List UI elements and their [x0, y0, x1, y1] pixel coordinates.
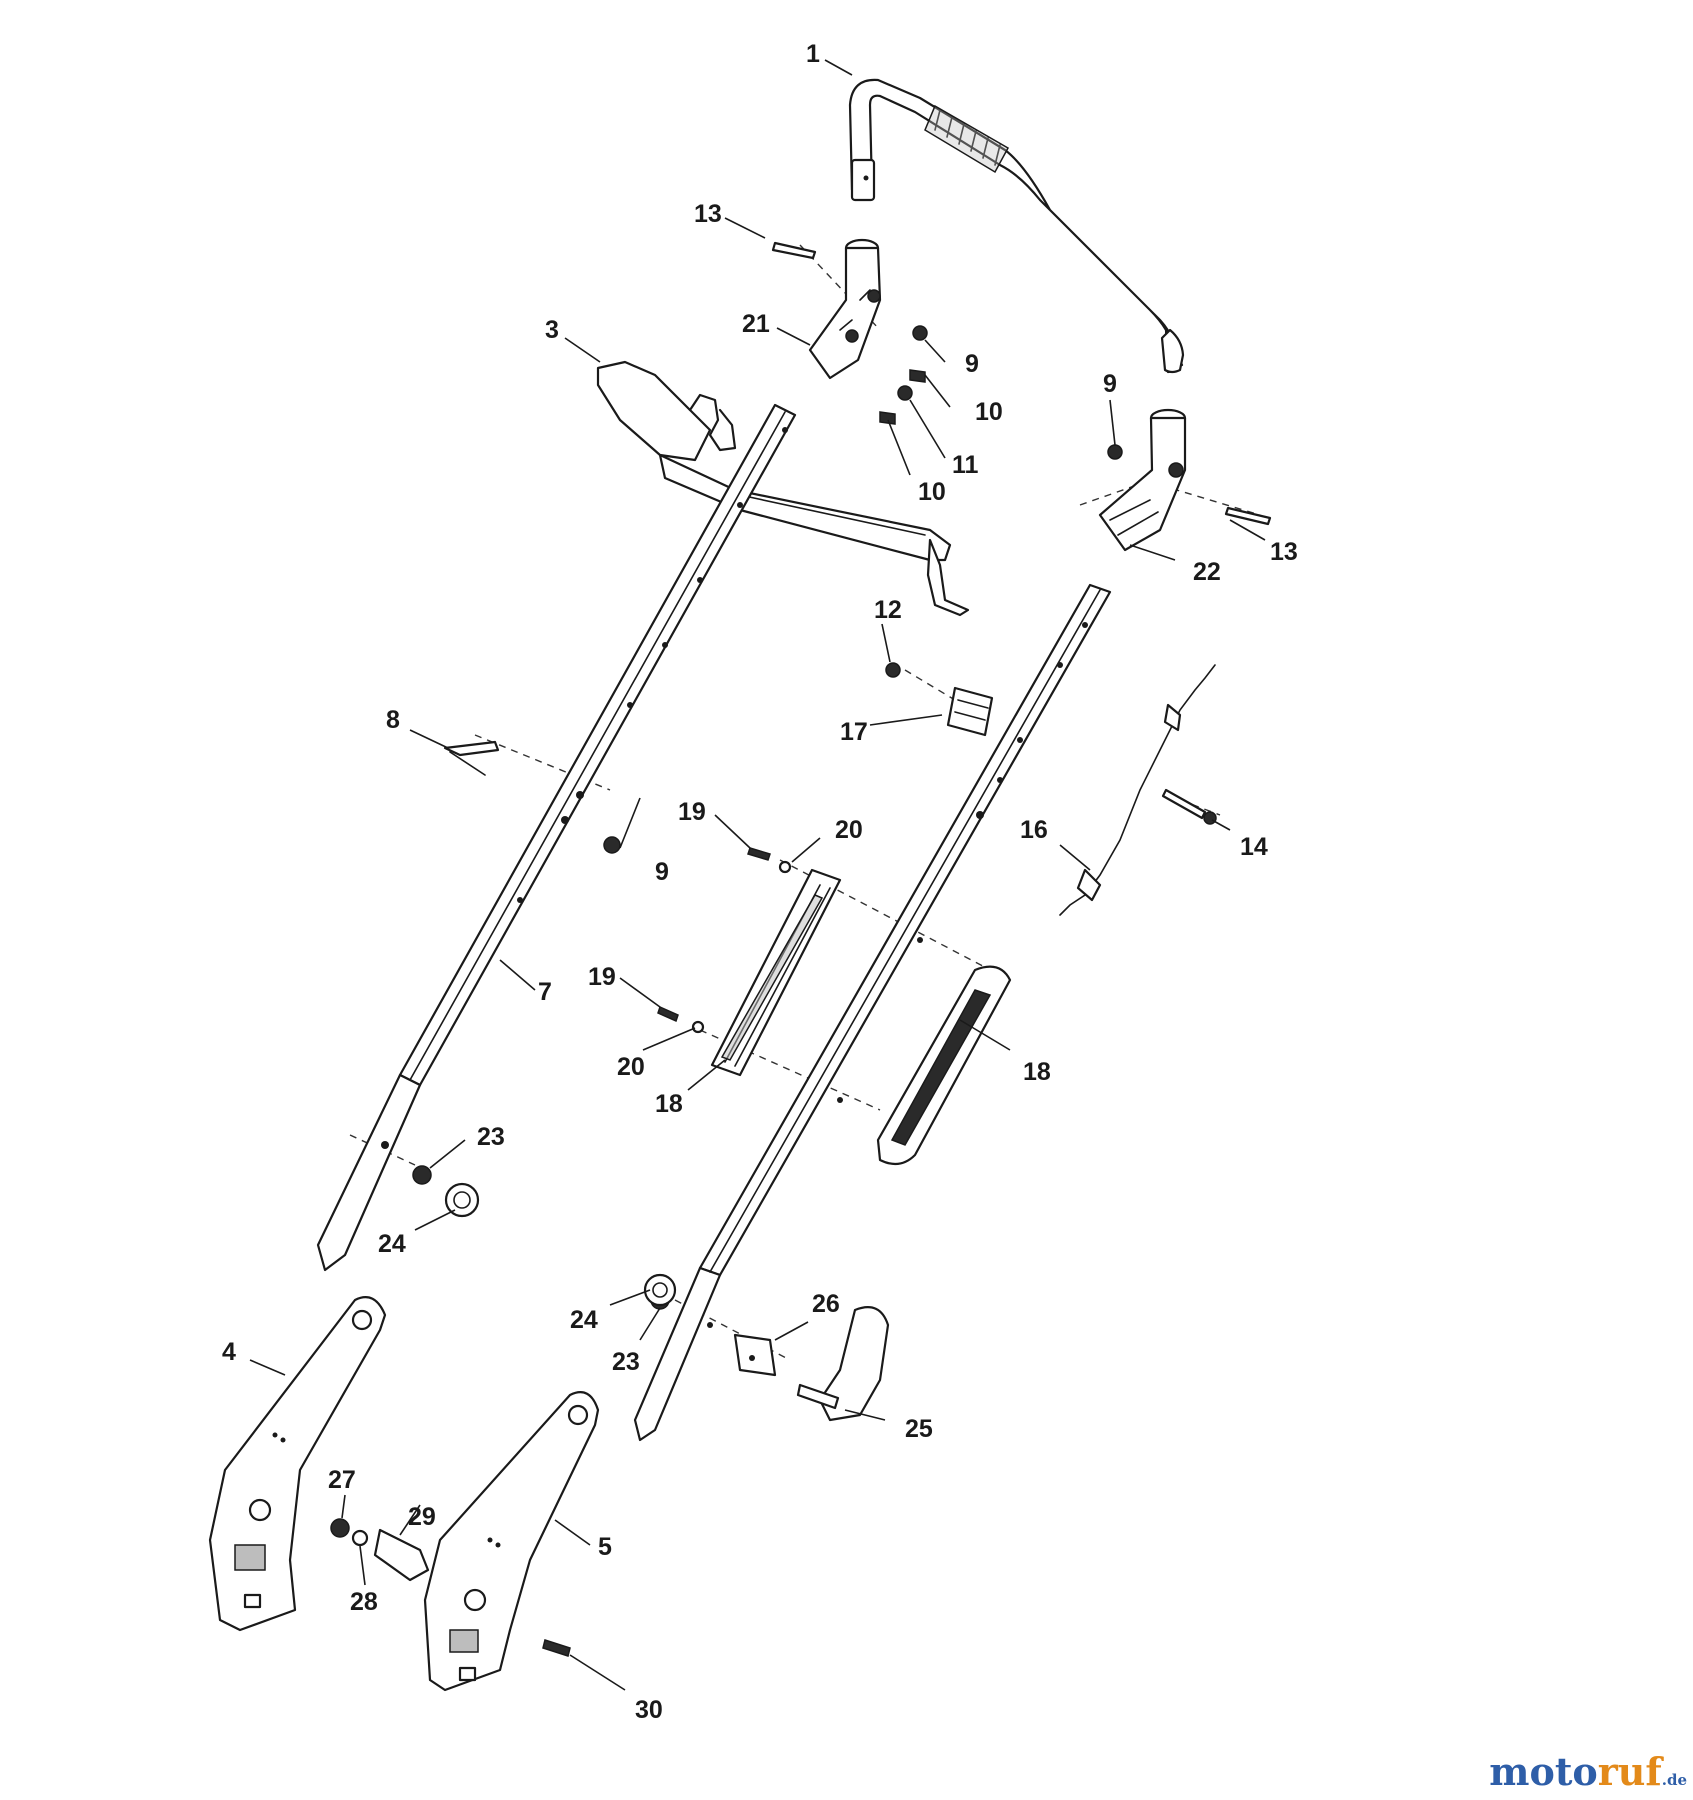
right-handle-bracket-part: [1098, 408, 1187, 552]
callout-8: 8: [386, 706, 400, 734]
watermark-part-2: ruf: [1597, 1749, 1662, 1794]
callout-4: 4: [222, 1338, 236, 1366]
callout-24-left: 24: [378, 1230, 406, 1258]
cable-guide-right-part: [876, 965, 1012, 1166]
handle-bar-part: [848, 78, 1185, 374]
callout-12: 12: [874, 596, 902, 624]
leader-lines: [249, 59, 1266, 1691]
lever-piece-part: [373, 1528, 430, 1582]
callout-17: 17: [840, 718, 868, 746]
handle-grip: [924, 104, 1010, 174]
callout-21: 21: [742, 310, 770, 338]
callout-20-top: 20: [835, 816, 863, 844]
callout-1: 1: [806, 40, 820, 68]
left-lower-bracket-part: [208, 1296, 387, 1632]
callout-20-bottom: 20: [617, 1053, 645, 1081]
callout-10-bottom: 10: [918, 478, 946, 506]
callout-18-right: 18: [1023, 1058, 1051, 1086]
watermark-suffix: .de: [1661, 1771, 1687, 1789]
callout-9-right: 9: [1103, 370, 1117, 398]
clip-pin-part: [443, 740, 500, 776]
control-lever-part: [596, 360, 970, 617]
callout-7: 7: [538, 978, 552, 1006]
callout-18-left: 18: [655, 1090, 683, 1118]
callout-23-right: 23: [612, 1348, 640, 1376]
callout-22: 22: [1193, 558, 1221, 586]
callout-10-top: 10: [975, 398, 1003, 426]
brand-watermark: motoruf.de: [1489, 1749, 1687, 1794]
quick-release-lever-part: [796, 1306, 890, 1422]
callout-27: 27: [328, 1466, 356, 1494]
callout-16: 16: [1020, 816, 1048, 844]
callout-28: 28: [350, 1588, 378, 1616]
fastener-parts: [330, 241, 1272, 1657]
right-handle-tube-part: [633, 583, 1112, 1442]
knob-parts: [444, 1182, 677, 1307]
callout-19-top: 19: [678, 798, 706, 826]
callout-labels: 1 3 4 5 7 8 9 9 9 10 10 11 12 13 13 14 1…: [222, 40, 1298, 1724]
assembly-guide-lines: [349, 244, 1261, 1361]
callout-11: 11: [952, 451, 979, 479]
left-handle-tube-part: [316, 403, 797, 1272]
left-handle-bracket-part: [808, 238, 882, 380]
callout-14: 14: [1240, 833, 1268, 861]
cable-clip-part: [946, 686, 994, 737]
callout-9-top: 9: [965, 350, 979, 378]
callout-29: 29: [408, 1503, 436, 1531]
callout-26: 26: [812, 1290, 840, 1318]
callout-25: 25: [905, 1415, 933, 1443]
clamp-block-part: [733, 1333, 777, 1377]
callout-3: 3: [545, 316, 559, 344]
callout-13-left: 13: [694, 200, 722, 228]
callout-24-right: 24: [570, 1306, 598, 1334]
callout-5: 5: [598, 1533, 612, 1561]
watermark-part-1: moto: [1489, 1749, 1598, 1794]
callout-13-right: 13: [1270, 538, 1298, 566]
callout-23-left: 23: [477, 1123, 505, 1151]
right-lower-bracket-part: [423, 1391, 600, 1692]
cable-guide-left-part: [710, 868, 842, 1077]
callout-9-mid: 9: [655, 858, 669, 886]
callout-30: 30: [635, 1696, 663, 1724]
bowden-cable-part: [1059, 664, 1216, 916]
callout-19-bottom: 19: [588, 963, 616, 991]
